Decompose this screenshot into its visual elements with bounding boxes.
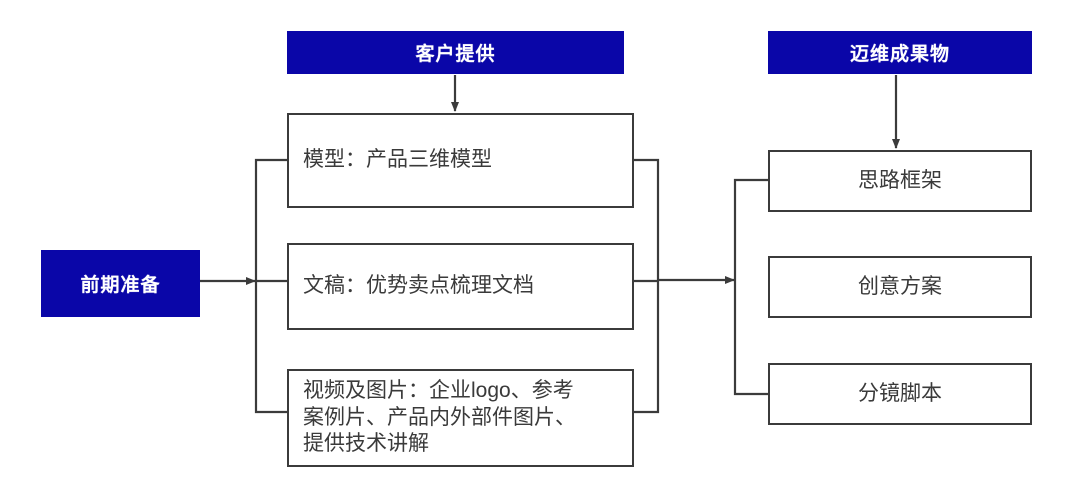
output-box-storyboard: 分镜脚本 xyxy=(768,363,1032,425)
input-box-copy: 文稿：优势卖点梳理文档 xyxy=(287,243,634,330)
stage-node-preparation-label: 前期准备 xyxy=(80,275,161,296)
bracket-outputs-left xyxy=(733,178,768,396)
bracket-inputs-right xyxy=(634,158,660,414)
column-header-deliverable-label: 迈维成果物 xyxy=(849,44,950,65)
input-box-model-text: 模型：产品三维模型 xyxy=(303,148,492,172)
output-box-creative-plan-text: 创意方案 xyxy=(858,274,942,298)
bracket-inputs-left xyxy=(254,158,287,414)
column-header-deliverable: 迈维成果物 xyxy=(768,31,1032,74)
output-box-creative-plan: 创意方案 xyxy=(768,256,1032,318)
stage-node-preparation: 前期准备 xyxy=(41,250,200,317)
column-header-customer-input: 客户提供 xyxy=(287,31,624,74)
input-box-model: 模型：产品三维模型 xyxy=(287,113,634,208)
input-box-video-images-text: 视频及图片：企业logo、参考 案例片、产品内外部件图片、 提供技术讲解 xyxy=(303,378,576,456)
input-box-copy-text: 文稿：优势卖点梳理文档 xyxy=(303,274,534,298)
output-box-framework: 思路框架 xyxy=(768,150,1032,212)
output-box-storyboard-text: 分镜脚本 xyxy=(858,381,942,405)
column-header-customer-input-label: 客户提供 xyxy=(415,44,496,65)
output-box-framework-text: 思路框架 xyxy=(858,168,942,192)
input-box-video-images: 视频及图片：企业logo、参考 案例片、产品内外部件图片、 提供技术讲解 xyxy=(287,369,634,467)
